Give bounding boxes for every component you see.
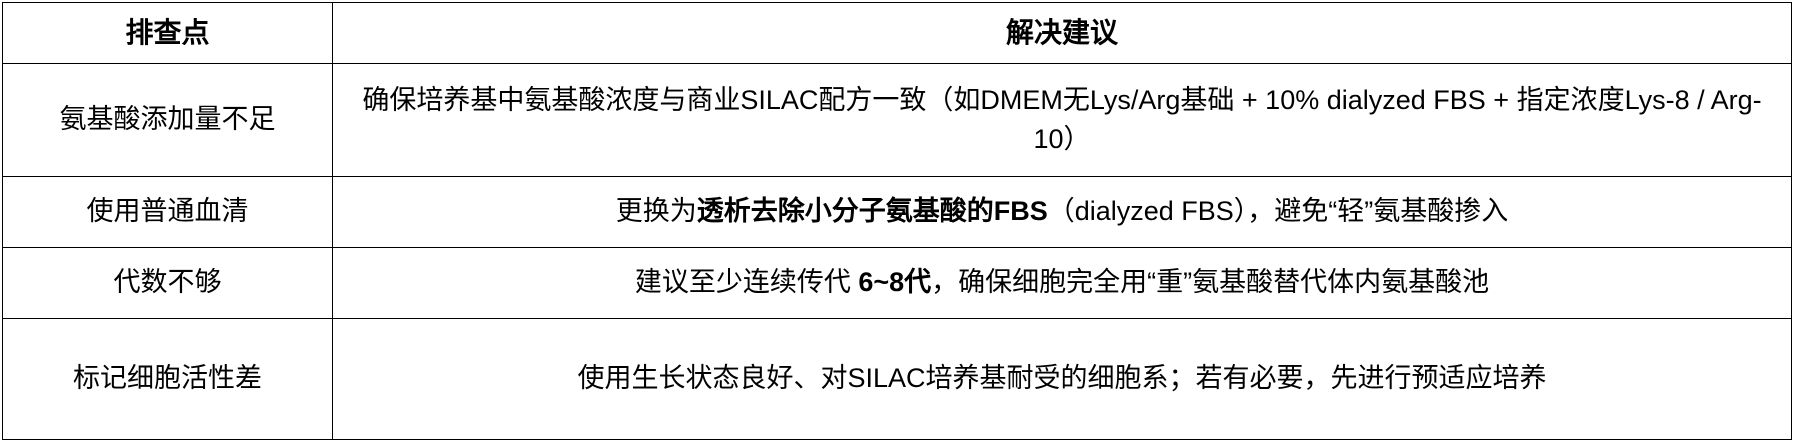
advice-text: 确保培养基中氨基酸浓度与商业SILAC配方一致（如DMEM无Lys/Arg基础 … [362,84,1762,154]
advice-text: 建议至少连续传代 [634,267,859,298]
table-header: 排查点 解决建议 [2,2,1792,64]
advice-text: 使用生长状态良好、对SILAC培养基耐受的细胞系；若有必要，先进行预适应培养 [577,363,1547,394]
cell-issue: 代数不够 [2,247,333,319]
cell-advice: 使用生长状态良好、对SILAC培养基耐受的细胞系；若有必要，先进行预适应培养 [332,318,1792,440]
cell-advice: 建议至少连续传代 6~8代，确保细胞完全用“重”氨基酸替代体内氨基酸池 [332,247,1792,319]
column-header-advice: 解决建议 [332,2,1792,64]
advice-emphasis: 透析去除小分子氨基酸的FBS [696,196,1048,227]
column-header-issue: 排查点 [2,2,333,64]
advice-text: 更换为 [615,196,697,227]
table-row: 氨基酸添加量不足确保培养基中氨基酸浓度与商业SILAC配方一致（如DMEM无Ly… [2,63,1792,177]
cell-issue: 氨基酸添加量不足 [2,63,333,177]
cell-issue: 标记细胞活性差 [2,318,333,440]
table-body: 氨基酸添加量不足确保培养基中氨基酸浓度与商业SILAC配方一致（如DMEM无Ly… [2,63,1792,440]
table-row: 代数不够建议至少连续传代 6~8代，确保细胞完全用“重”氨基酸替代体内氨基酸池 [2,247,1792,319]
cell-advice: 更换为透析去除小分子氨基酸的FBS（dialyzed FBS），避免“轻”氨基酸… [332,176,1792,248]
table-row: 标记细胞活性差 使用生长状态良好、对SILAC培养基耐受的细胞系；若有必要，先进行… [2,318,1792,440]
cell-advice: 确保培养基中氨基酸浓度与商业SILAC配方一致（如DMEM无Lys/Arg基础 … [332,63,1792,177]
advice-emphasis: 6~8代 [858,267,932,298]
table-header-row: 排查点 解决建议 [2,2,1792,64]
advice-text: （dialyzed FBS），避免“轻”氨基酸掺入 [1047,196,1509,227]
cell-issue: 使用普通血清 [2,176,333,248]
table-row: 使用普通血清更换为透析去除小分子氨基酸的FBS（dialyzed FBS），避免… [2,176,1792,248]
advice-text: ，确保细胞完全用“重”氨基酸替代体内氨基酸池 [931,267,1490,298]
